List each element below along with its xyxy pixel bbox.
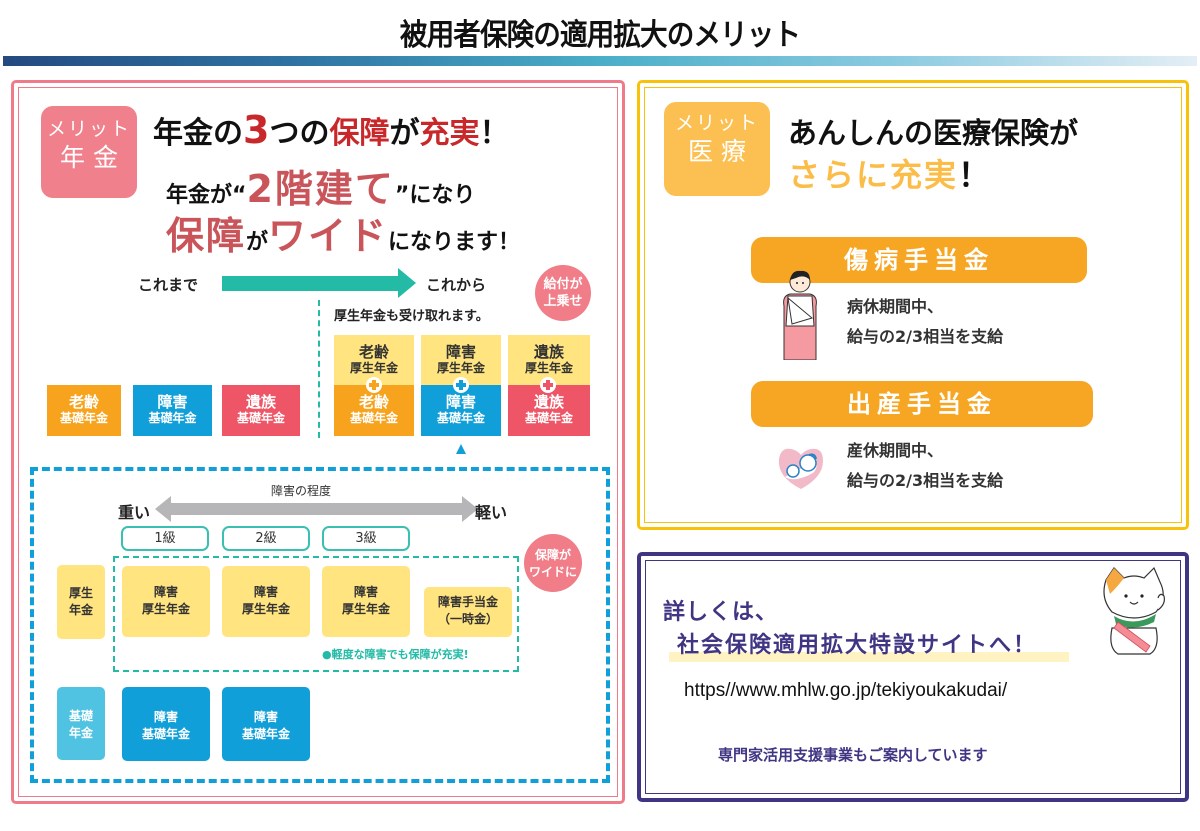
disability-employee-grade-3: 障害厚生年金 bbox=[322, 566, 410, 637]
disability-basic-grade-2: 障害基礎年金 bbox=[222, 687, 310, 761]
pension-merit-badge: メリット 年金 bbox=[41, 106, 137, 198]
maternity-mark-icon bbox=[775, 443, 827, 493]
disability-employee-grade-1: 障害厚生年金 bbox=[122, 566, 210, 637]
degree-scale-arrow bbox=[168, 503, 464, 515]
employee-pension-row-label: 厚生年金 bbox=[57, 565, 105, 639]
grade-1: 1級 bbox=[121, 526, 209, 551]
before-block-disability: 障害基礎年金 bbox=[133, 385, 212, 436]
disability-basic-grade-1: 障害基礎年金 bbox=[122, 687, 210, 761]
disability-detail-box bbox=[30, 467, 610, 783]
basic-pension-row-label: 基礎年金 bbox=[57, 687, 105, 760]
site-url-link[interactable]: https//www.mhlw.go.jp/tekiyoukakudai/ bbox=[684, 680, 1008, 701]
after-block-old-age-basic: 老齢基礎年金 bbox=[334, 385, 414, 436]
mild-disability-note: ●軽度な障害でも保障が充実! bbox=[322, 648, 469, 661]
info-lead-text: 詳しくは、 bbox=[663, 600, 779, 625]
medical-headline-1: あんしんの医療保険が bbox=[788, 116, 1079, 150]
arrow-head-icon bbox=[398, 268, 416, 298]
plus-icon bbox=[453, 377, 469, 393]
pension-merit-panel bbox=[11, 80, 625, 804]
plus-icon bbox=[366, 377, 382, 393]
also-receive-note: 厚生年金も受け取れます。 bbox=[334, 309, 489, 324]
employee-pension-range bbox=[113, 556, 519, 672]
plus-icon bbox=[540, 377, 556, 393]
before-block-survivor: 遺族基礎年金 bbox=[222, 385, 300, 436]
title-gradient-bar bbox=[3, 56, 1197, 66]
medical-merit-badge: メリット 医療 bbox=[664, 102, 770, 196]
after-block-old-age-employee: 老齢厚生年金 bbox=[334, 335, 414, 385]
before-block-old-age: 老齢基礎年金 bbox=[47, 385, 121, 436]
pointer-arrow-icon bbox=[456, 444, 466, 454]
injured-person-icon bbox=[778, 266, 822, 361]
maternity-allowance-title: 出産手当金 bbox=[751, 381, 1093, 427]
after-block-survivor-basic: 遺族基礎年金 bbox=[508, 385, 590, 436]
light-label: 軽い bbox=[475, 503, 508, 522]
cat-mascot-icon bbox=[1100, 566, 1170, 658]
badge-label: メリット bbox=[46, 118, 131, 140]
special-site-link-text[interactable]: 社会保険適用拡大特設サイトへ！ bbox=[677, 633, 1038, 658]
after-block-survivor-employee: 遺族厚生年金 bbox=[508, 335, 590, 385]
highlight-marker bbox=[669, 652, 1069, 662]
maternity-allowance-desc: 産休期間中、給与の2/3相当を支給 bbox=[847, 441, 1004, 490]
grade-2: 2級 bbox=[222, 526, 310, 551]
transition-arrow-icon bbox=[222, 276, 400, 291]
after-block-disability-employee: 障害厚生年金 bbox=[421, 335, 501, 385]
wide-coverage-badge: 保障がワイドに bbox=[524, 534, 582, 592]
info-panel bbox=[637, 552, 1189, 802]
disability-allowance-lump-sum: 障害手当金（一時金） bbox=[424, 587, 512, 637]
medical-headline-2: さらに充実！ bbox=[788, 156, 993, 194]
expert-support-note: 専門家活用支援事業もご案内しています bbox=[718, 746, 988, 764]
arrow-right-icon bbox=[462, 496, 478, 522]
disability-degree-label: 障害の程度 bbox=[271, 484, 332, 498]
badge-category: 医療 bbox=[687, 136, 754, 166]
after-block-disability-basic: 障害基礎年金 bbox=[421, 385, 501, 436]
heavy-label: 重い bbox=[118, 503, 151, 522]
pension-headline-3: 保障がワイドになります！ bbox=[166, 214, 521, 258]
divider-dashed bbox=[318, 300, 320, 438]
before-label: これまで bbox=[138, 276, 199, 294]
badge-category: 年金 bbox=[59, 142, 126, 172]
sickness-allowance-desc: 病休期間中、給与の2/3相当を支給 bbox=[847, 297, 1004, 346]
pension-headline-2: 年金が“2階建て”になり bbox=[166, 167, 476, 211]
medical-merit-panel bbox=[637, 80, 1189, 530]
arrow-left-icon bbox=[155, 496, 171, 522]
disability-employee-grade-2: 障害厚生年金 bbox=[222, 566, 310, 637]
pension-headline-1: 年金の3つの保障が充実！ bbox=[153, 108, 510, 152]
benefit-added-badge: 給付が上乗せ bbox=[535, 265, 591, 321]
grade-3: 3級 bbox=[322, 526, 410, 551]
badge-label: メリット bbox=[674, 112, 759, 134]
after-label: これから bbox=[426, 276, 487, 294]
page-title: 被用者保険の適用拡大のメリット bbox=[399, 18, 801, 53]
